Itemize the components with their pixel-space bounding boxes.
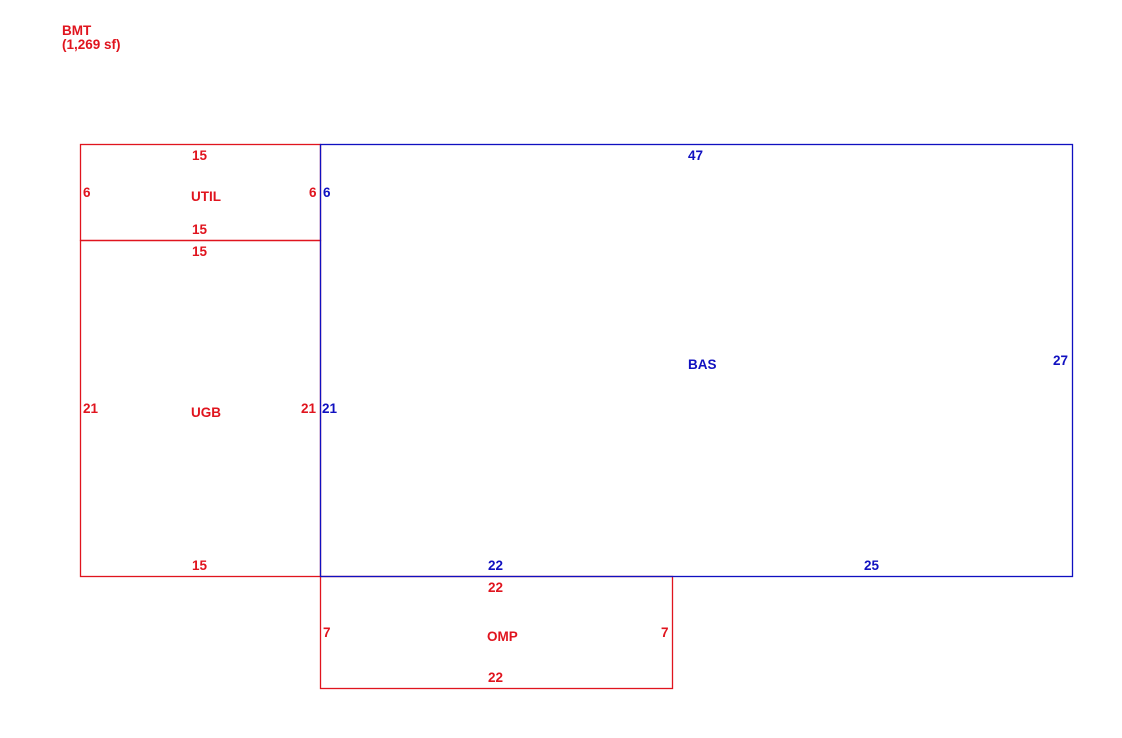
bas-dim-left-upper: 6 bbox=[323, 185, 331, 200]
bas-dim-left-lower: 21 bbox=[322, 401, 338, 416]
ugb-dim-top: 15 bbox=[192, 244, 208, 259]
util-dim-left: 6 bbox=[83, 185, 91, 200]
ugb-dim-left: 21 bbox=[83, 401, 99, 416]
bas-dim-top: 47 bbox=[688, 148, 703, 163]
omp-dim-left: 7 bbox=[323, 625, 331, 640]
area-util: 15 6 UTIL 6 15 bbox=[79, 143, 322, 242]
ugb-label: UGB bbox=[191, 405, 221, 420]
area-bas: 47 6 BAS 27 21 22 25 bbox=[319, 143, 1074, 578]
sketch-total-area: (1,269 sf) bbox=[62, 37, 121, 52]
ugb-dim-right: 21 bbox=[301, 401, 317, 416]
sketch-title: BMT bbox=[62, 23, 92, 38]
area-omp: 22 7 OMP 7 22 bbox=[319, 575, 674, 690]
util-dim-right: 6 bbox=[309, 185, 317, 200]
bas-outline bbox=[319, 143, 1074, 578]
bas-label: BAS bbox=[688, 357, 717, 372]
omp-label: OMP bbox=[487, 629, 518, 644]
util-label: UTIL bbox=[191, 189, 221, 204]
util-dim-bottom: 15 bbox=[192, 222, 208, 237]
bas-dim-right: 27 bbox=[1053, 353, 1068, 368]
omp-dim-right: 7 bbox=[661, 625, 669, 640]
ugb-dim-bottom: 15 bbox=[192, 558, 208, 573]
area-ugb: 15 21 UGB 21 15 bbox=[79, 239, 322, 578]
bas-dim-bottom-right: 25 bbox=[864, 558, 880, 573]
util-dim-top: 15 bbox=[192, 148, 208, 163]
omp-dim-bottom: 22 bbox=[488, 670, 503, 685]
bas-dim-bottom-left: 22 bbox=[488, 558, 503, 573]
omp-dim-top: 22 bbox=[488, 580, 503, 595]
